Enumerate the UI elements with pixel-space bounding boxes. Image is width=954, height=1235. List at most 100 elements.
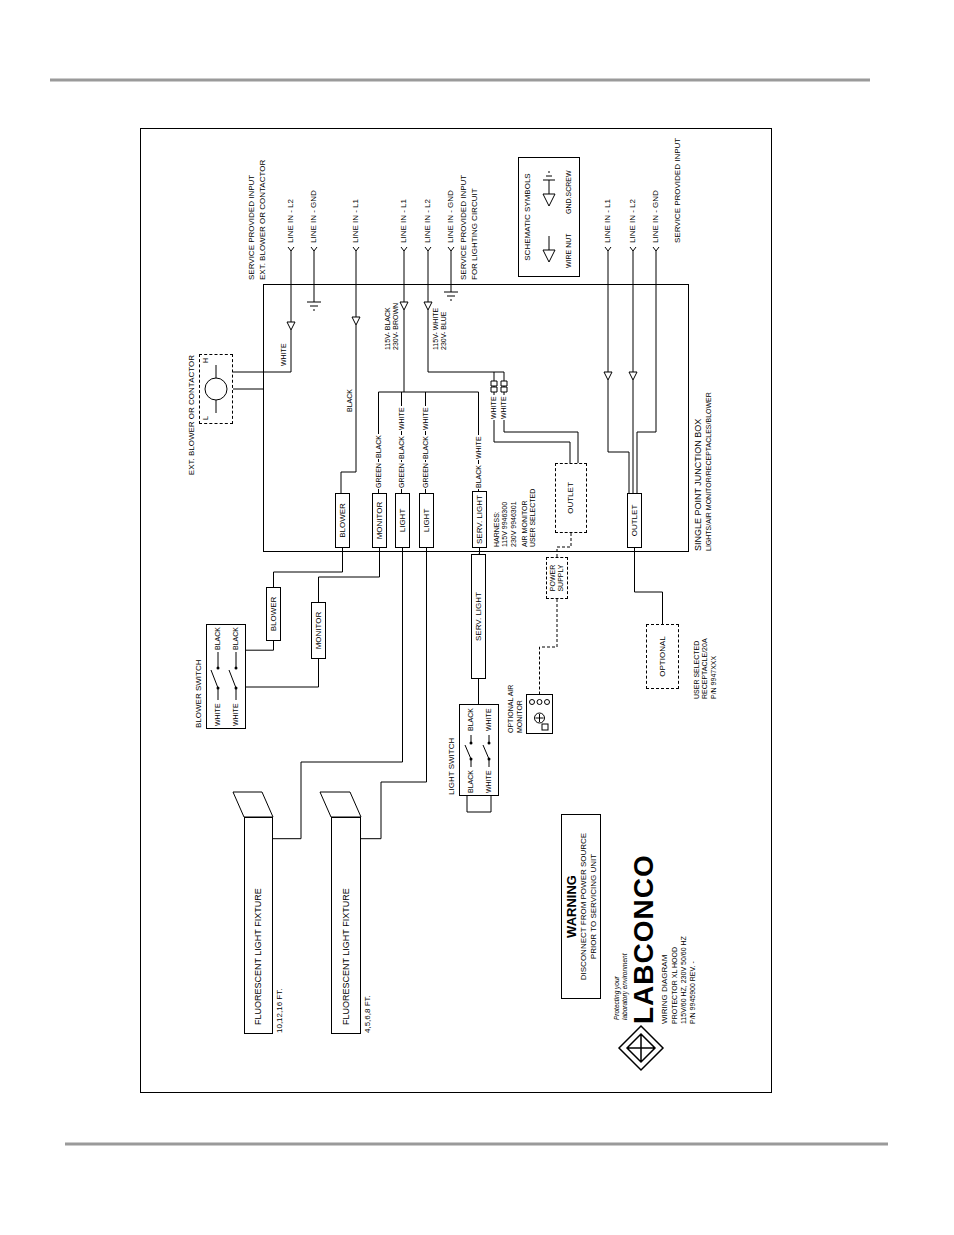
light-fixture: FLUORESCENT LIGHT FIXTURE10,12,16 FT. [244, 817, 273, 1034]
box-text: GND.SCREW [565, 170, 573, 214]
input-label: LINE IN - L1 [351, 199, 361, 243]
harness-connector: LIGHT [395, 493, 410, 548]
light-switch-loop [467, 796, 491, 812]
wire-label: WHITE [422, 406, 430, 431]
box-text: WIRE NUT [565, 233, 573, 268]
box-text: BLACK [214, 627, 222, 650]
harness-connector: BLOWER [266, 587, 281, 641]
box-text: 4,5,6,8 FT. [363, 995, 373, 1033]
harness-connector: MONITOR [372, 493, 387, 548]
wire-connector [319, 548, 380, 602]
box-title: FLUORESCENT LIGHT FIXTURE [253, 888, 264, 1025]
wire-connector [361, 548, 427, 839]
blower-switch: BLOWER SWITCHWHITEWHITEBLACKBLACK [206, 624, 246, 729]
light-switch: LIGHT SWITCHBLACKWHITEBLACKWHITE [459, 704, 499, 796]
wire-label: BLACK [398, 435, 406, 460]
title-block-text: Protecting your laboratory environment [613, 948, 629, 1020]
wire-label: WHITE [475, 435, 483, 460]
page-rule [50, 79, 870, 82]
wire-label: BLACK [375, 434, 383, 459]
box-title: OUTLET [566, 482, 576, 514]
box-title: MONITOR [314, 612, 324, 650]
warning-box: WARNINGDISCONNECT FROM POWER SOURCE PRIO… [561, 814, 601, 999]
connector-svg [141, 127, 773, 1092]
blower-motor-symbol [200, 355, 232, 423]
fixture-end-caps [233, 792, 361, 817]
box-text: WHITE [214, 703, 222, 726]
wire-label: GREEN [422, 462, 430, 489]
wire-connector [273, 548, 403, 839]
air-monitor: OPTIONAL AIR MONITOR [526, 694, 553, 734]
title-block-text: WIRING DIAGRAM [660, 955, 670, 1024]
harness-connector: SERV. LIGHT [472, 491, 487, 548]
outlet-box: OUTLET [555, 463, 587, 533]
drawing-frame: SINGLE POINT JUNCTION BOXLIGHTS/AIR MONI… [140, 128, 772, 1093]
wire-label: BLACK [422, 435, 430, 460]
box-text: LIGHTS/AIR MONITOR/RECEPTACLES/BLOWER [705, 392, 713, 551]
wire-label: 115V- WHITE [432, 308, 440, 350]
box-title: BLOWER [269, 597, 279, 632]
title-block-text: P/N 9945900 REV. - [689, 961, 697, 1024]
box-text: WHITE [485, 708, 493, 731]
box-text: WHITE [232, 703, 240, 726]
wire-label: GREEN [375, 462, 383, 489]
note-text: HARNESS: 115V 9946300 230V 9946301 [493, 497, 518, 547]
input-label: LINE IN - L1 [399, 199, 409, 243]
box-text: DISCONNECT FROM POWER SOURCE PRIOR TO SE… [579, 824, 598, 989]
wire-label: 230V- BROWN [392, 303, 400, 350]
box-text: 10,12,16 FT. [275, 989, 285, 1033]
box-title: BLOWER [338, 503, 348, 538]
receptacle-note: USER SELECTED RECEPTACLE/20A P/N 9947XXX [693, 633, 718, 699]
box-text: BLACK [467, 770, 475, 793]
box-title: OPTIONAL [658, 636, 668, 676]
input-label: FOR LIGHTING CIRCUIT [470, 188, 480, 280]
harness-connector: BLOWER [335, 493, 350, 548]
wire-connector [233, 389, 263, 390]
box-title: LIGHT [422, 509, 432, 533]
wire-nut-symbols [287, 302, 637, 380]
box-text: BLACK [232, 627, 240, 650]
input-label: LINE IN - L2 [423, 199, 433, 243]
box-title: OUTLET [630, 505, 640, 537]
box-title: OPTIONAL AIR MONITOR [507, 673, 524, 733]
ground-symbols [307, 292, 458, 310]
switch-symbol [207, 625, 245, 728]
box-title: SERV. LIGHT [475, 495, 485, 544]
title-block-text: LABCONCO [627, 854, 661, 1024]
outlet-connector: OUTLET [627, 493, 642, 548]
wire-connector [274, 548, 343, 587]
box-title: BLOWER SWITCH [194, 660, 204, 728]
wire-connector [557, 533, 571, 557]
box-title: LIGHT [398, 509, 408, 533]
input-label: LINE IN - L2 [286, 199, 296, 243]
wire-label: 115V- BLACK [384, 307, 392, 350]
junction-box: SINGLE POINT JUNCTION BOXLIGHTS/AIR MONI… [263, 284, 689, 552]
box-text: BLACK [467, 708, 475, 731]
wire-connector [246, 641, 274, 650]
wire-connector [246, 659, 319, 687]
wire-connector [635, 548, 663, 624]
wire-label: WHITE [490, 395, 498, 420]
harness-connector: SERV. LIGHT [471, 554, 486, 679]
box-title: FLUORESCENT LIGHT FIXTURE [341, 888, 352, 1025]
title-block-text: PROTECTOR XL HOOD [671, 947, 679, 1024]
input-label: LINE IN - GND [309, 190, 319, 243]
harness-connector: LIGHT [419, 493, 434, 548]
monitor-panel [527, 695, 552, 733]
node-layer: SINGLE POINT JUNCTION BOXLIGHTS/AIR MONI… [141, 127, 773, 1092]
note-text: AIR MONITOR USER SELECTED [521, 485, 538, 547]
input-label: SERVICE PROVIDED INPUT [459, 175, 469, 280]
box-title: POWER SUPPLY [549, 561, 566, 595]
box-text: WHITE [485, 770, 493, 793]
connector-layer [141, 127, 773, 1092]
input-label: LINE IN - GND [446, 190, 456, 243]
optional-receptacle: OPTIONAL [646, 624, 679, 689]
box-text: L [202, 416, 210, 420]
title-block-text: 115V/60 HZ, 230V 50/60 HZ [680, 936, 688, 1024]
box-title: SINGLE POINT JUNCTION BOX [693, 419, 704, 551]
box-title: MONITOR [375, 502, 385, 540]
light-fixture: FLUORESCENT LIGHT FIXTURE4,5,6,8 FT. [331, 817, 361, 1034]
wire-label: WHITE [500, 395, 508, 420]
wiring-decor [141, 127, 773, 1092]
ext-blower: EXT. BLOWER OR CONTACTORHL [199, 354, 233, 424]
